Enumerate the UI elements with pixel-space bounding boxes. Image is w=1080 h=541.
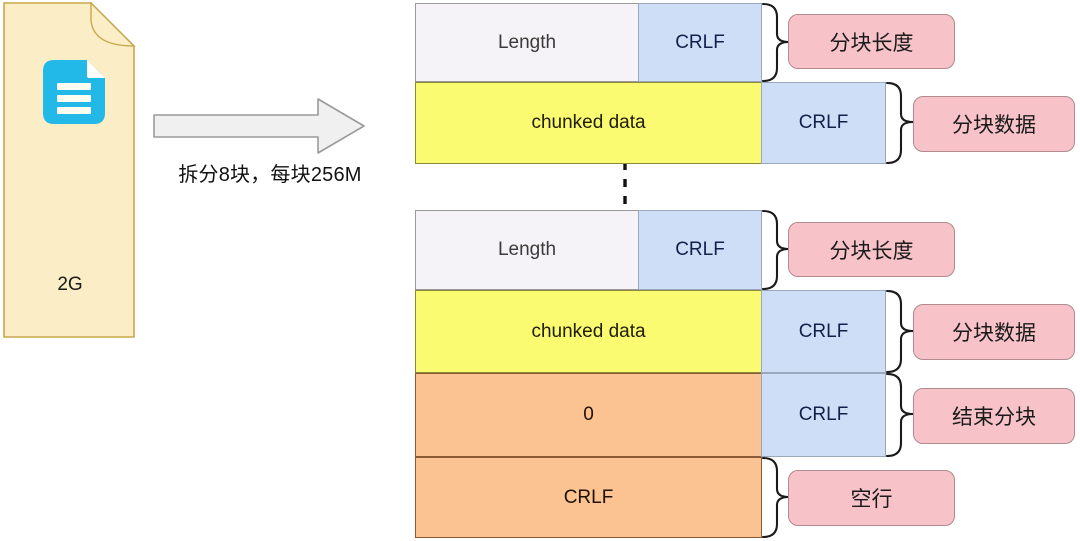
tag-chunk-data-last: 分块数据 (913, 304, 1075, 360)
cell-crlf-length-last: CRLF (638, 210, 762, 290)
cell-crlf-length-first: CRLF (638, 3, 762, 82)
cell-crlf-terminator: CRLF (761, 373, 886, 457)
source-file-size-label: 2G (57, 274, 83, 295)
tag-chunk-length-last: 分块长度 (788, 222, 955, 277)
cell-crlf-data-first: CRLF (761, 82, 886, 164)
split-arrow-icon (153, 98, 365, 154)
vertical-dashed-continuation (623, 162, 627, 210)
cell-chunked-data-last: chunked data (415, 290, 762, 373)
tag-chunk-length-first: 分块长度 (788, 14, 955, 69)
source-file-shape: 2G (3, 2, 137, 338)
cell-length-first: Length (415, 3, 639, 82)
cell-terminator-zero: 0 (415, 373, 762, 457)
split-caption-label: 拆分8块，每块256M (178, 164, 362, 186)
cell-empty-line: CRLF (415, 457, 762, 538)
tag-chunk-data-first: 分块数据 (913, 96, 1075, 152)
tag-terminator: 结束分块 (913, 388, 1075, 444)
file-document-icon (43, 60, 105, 124)
cell-crlf-data-last: CRLF (761, 290, 886, 373)
cell-chunked-data-first: chunked data (415, 82, 762, 164)
cell-length-last: Length (415, 210, 639, 290)
tag-empty-line: 空行 (788, 470, 955, 526)
